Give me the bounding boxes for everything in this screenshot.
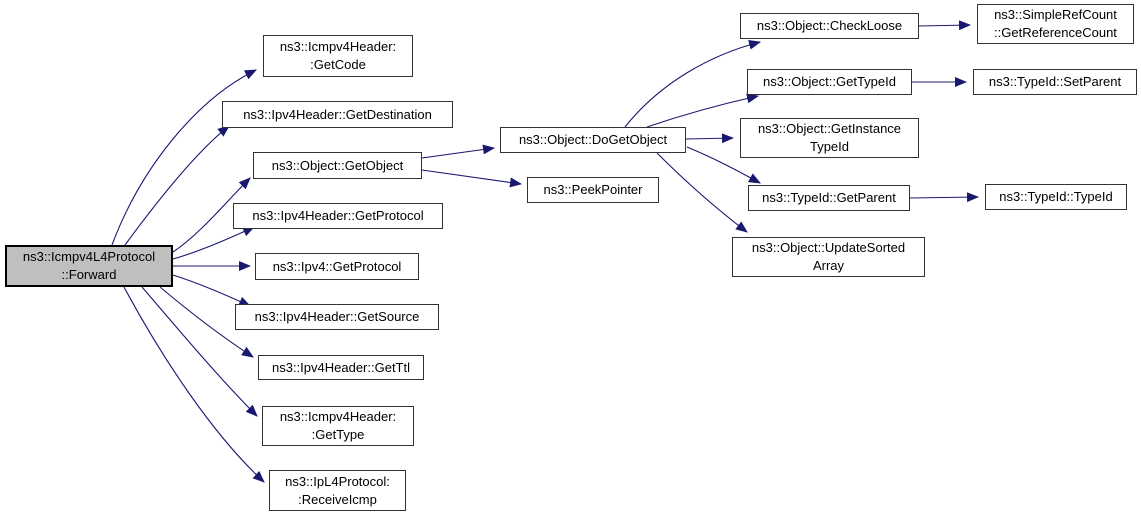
edge-checkloose-getreferencecount [918, 20, 972, 31]
node-typeid-getparent[interactable]: ns3::TypeId::GetParent [748, 185, 910, 211]
node-ipv4header-getsource[interactable]: ns3::Ipv4Header::GetSource [235, 304, 439, 330]
node-peekpointer[interactable]: ns3::PeekPointer [527, 177, 659, 203]
node-ipv4header-getttl[interactable]: ns3::Ipv4Header::GetTtl [258, 355, 424, 380]
node-simplerefcount-getreferencecount[interactable]: ns3::SimpleRefCount ::GetReferenceCount [977, 4, 1134, 44]
node-icmpv4header-gettype[interactable]: ns3::Icmpv4Header: :GetType [262, 406, 414, 446]
edge-forward-ipv4header-getprotocol [172, 226, 255, 260]
node-icmpv4header-getcode[interactable]: ns3::Icmpv4Header: :GetCode [263, 35, 413, 77]
edge-getobject-peekpointer [421, 169, 523, 188]
node-typeid-setparent[interactable]: ns3::TypeId::SetParent [973, 69, 1137, 95]
edge-getparent-typeid [909, 192, 980, 203]
edge-forward-getdestination [124, 125, 230, 246]
edge-getobject-dogetobject [421, 144, 496, 159]
node-icmpv4l4protocol-forward: ns3::Icmpv4L4Protocol ::Forward [5, 245, 173, 287]
node-object-checkloose[interactable]: ns3::Object::CheckLoose [740, 13, 919, 39]
node-object-gettypeid[interactable]: ns3::Object::GetTypeId [747, 69, 912, 95]
node-object-getobject[interactable]: ns3::Object::GetObject [253, 152, 422, 179]
edge-dogetobject-checkloose [624, 39, 762, 128]
node-ipv4header-getprotocol[interactable]: ns3::Ipv4Header::GetProtocol [233, 203, 443, 229]
node-ipl4protocol-receiveicmp[interactable]: ns3::IpL4Protocol: :ReceiveIcmp [269, 470, 406, 511]
node-typeid-typeid[interactable]: ns3::TypeId::TypeId [985, 184, 1127, 210]
node-ipv4header-getdestination[interactable]: ns3::Ipv4Header::GetDestination [222, 101, 453, 128]
edge-forward-getsource [172, 274, 251, 307]
edge-dogetobject-getinstancetypeid [685, 133, 735, 144]
node-ipv4-getprotocol[interactable]: ns3::Ipv4::GetProtocol [255, 253, 419, 280]
node-object-updatesortedarray[interactable]: ns3::Object::UpdateSorted Array [732, 237, 925, 277]
node-object-dogetobject[interactable]: ns3::Object::DoGetObject [500, 127, 686, 153]
edge-dogetobject-updatesortedarray [656, 152, 748, 233]
node-object-getinstancetypeid[interactable]: ns3::Object::GetInstance TypeId [740, 118, 919, 158]
